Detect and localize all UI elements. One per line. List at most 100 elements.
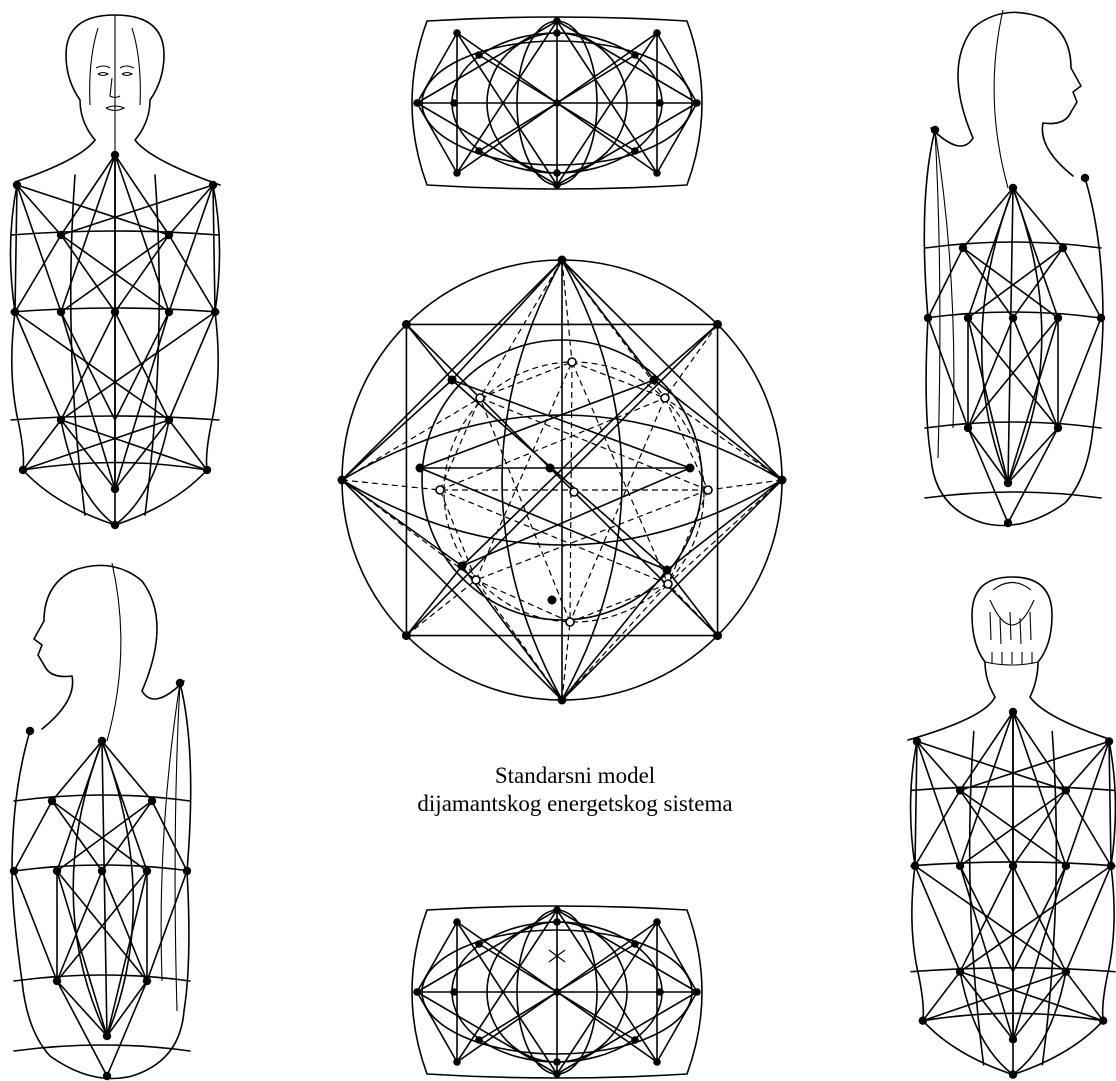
energy-point [19, 466, 27, 474]
energy-point [653, 918, 661, 926]
energy-point [778, 476, 787, 485]
energy-point [931, 126, 939, 134]
energy-point [693, 99, 701, 107]
energy-point [98, 867, 106, 875]
energy-point [663, 566, 672, 575]
energy-point [1009, 184, 1017, 192]
hidden-energy-point [570, 488, 578, 496]
energy-point [656, 988, 664, 996]
energy-point [1081, 174, 1089, 182]
energy-point [558, 256, 567, 265]
energy-point [338, 476, 347, 485]
energy-point [553, 17, 561, 25]
energy-point [450, 99, 458, 107]
hidden-energy-point [664, 580, 672, 588]
energy-point [650, 376, 659, 385]
energy-point [26, 727, 34, 735]
energy-point [111, 521, 119, 529]
energy-point [713, 320, 722, 329]
diagram-caption: Standarsni model dijamantskog energetsko… [335, 762, 815, 818]
energy-point [57, 231, 65, 239]
energy-point [956, 786, 964, 794]
caption-line-2: dijamantskog energetskog sistema [335, 790, 815, 818]
energy-point [453, 29, 461, 37]
hidden-energy-point [661, 394, 669, 402]
energy-point [553, 99, 561, 107]
energy-point [148, 797, 156, 805]
energy-point [553, 906, 561, 914]
energy-point [964, 424, 972, 432]
energy-point [111, 151, 119, 159]
energy-point [1009, 1035, 1017, 1043]
energy-point [111, 308, 119, 316]
energy-point [913, 737, 921, 745]
energy-point [1004, 479, 1012, 487]
energy-point [53, 867, 61, 875]
top-view-ellipse [412, 17, 702, 189]
energy-point [924, 314, 932, 322]
energy-point [1009, 708, 1017, 716]
energy-point [165, 231, 173, 239]
energy-point [1009, 862, 1017, 870]
energy-point [656, 99, 664, 107]
hidden-energy-point [436, 486, 444, 494]
energy-point [959, 244, 967, 252]
energy-point [553, 1058, 561, 1066]
hidden-energy-point [568, 358, 576, 366]
energy-point [176, 679, 184, 687]
energy-point [402, 320, 411, 329]
energy-point [653, 29, 661, 37]
energy-point [1054, 424, 1062, 432]
energy-point [143, 867, 151, 875]
energy-point [453, 1058, 461, 1066]
energy-point [165, 308, 173, 316]
hidden-energy-point [476, 394, 484, 402]
energy-point [631, 1036, 639, 1044]
energy-point [183, 867, 191, 875]
energy-point [450, 988, 458, 996]
energy-point [693, 988, 701, 996]
energy-point [631, 51, 639, 59]
energy-point [165, 416, 173, 424]
energy-point [48, 797, 56, 805]
energy-point [143, 977, 151, 985]
energy-point [558, 696, 567, 705]
energy-point [919, 1017, 927, 1025]
energy-point [475, 940, 483, 948]
energy-point [548, 596, 557, 605]
energy-point [53, 977, 61, 985]
energy-point [713, 631, 722, 640]
energy-point [475, 51, 483, 59]
energy-point [203, 466, 211, 474]
front-figure [10, 15, 220, 529]
energy-point [1054, 314, 1062, 322]
energy-point [631, 147, 639, 155]
energy-point [1009, 1070, 1017, 1078]
energy-point [1097, 314, 1105, 322]
energy-point [1107, 862, 1115, 870]
energy-point [413, 988, 421, 996]
energy-point [111, 485, 119, 493]
side-right-figure [924, 10, 1105, 527]
energy-point [1099, 1017, 1107, 1025]
hidden-energy-point [472, 576, 480, 584]
energy-point [686, 464, 695, 473]
energy-point [653, 169, 661, 177]
energy-point [653, 1058, 661, 1066]
energy-point [553, 1070, 561, 1078]
energy-point [1009, 314, 1017, 322]
back-figure [908, 577, 1115, 1079]
energy-point [13, 181, 21, 189]
energy-point [911, 862, 919, 870]
energy-point [57, 308, 65, 316]
energy-point [1062, 862, 1070, 870]
hidden-energy-point [704, 486, 712, 494]
energy-point [964, 314, 972, 322]
hidden-energy-point [566, 618, 574, 626]
energy-point [553, 181, 561, 189]
energy-point [956, 862, 964, 870]
energy-point [631, 940, 639, 948]
side-left-figure [10, 563, 191, 1080]
energy-point [553, 169, 561, 177]
